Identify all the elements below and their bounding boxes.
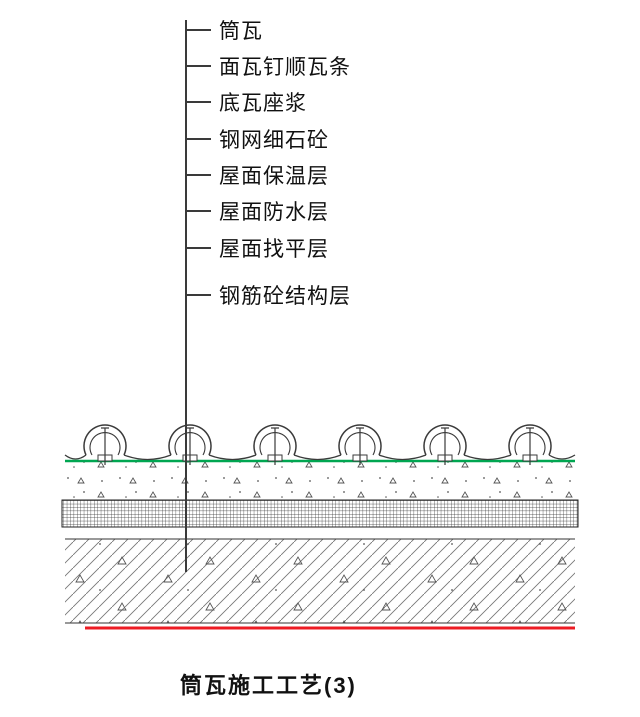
callout-label: 底瓦座浆 — [219, 92, 307, 115]
steel-mesh-layer — [61, 499, 579, 528]
leader-tick — [186, 29, 211, 31]
leader-tick — [186, 174, 211, 176]
structure-layer — [65, 538, 575, 624]
leader-tick — [186, 65, 211, 67]
leader-tick — [186, 210, 211, 212]
callout-label: 筒瓦 — [219, 20, 263, 43]
callout-row: 屋面找平层 — [186, 235, 329, 261]
diagram-title: 筒瓦施工工艺(3) — [180, 673, 357, 698]
callout-label: 钢筋砼结构层 — [219, 285, 351, 308]
callout-row: 屋面防水层 — [186, 198, 329, 224]
callout-label: 钢网细石砼 — [219, 129, 329, 152]
tile-nails — [101, 427, 534, 465]
mortar-bedding-layer — [65, 462, 575, 500]
callout-row: 屋面保温层 — [186, 162, 329, 188]
callout-label: 面瓦钉顺瓦条 — [219, 56, 351, 79]
callout-row: 钢筋砼结构层 — [186, 282, 351, 308]
callout-label: 屋面保温层 — [219, 165, 329, 188]
callout-label: 屋面防水层 — [219, 201, 329, 224]
callout-row: 面瓦钉顺瓦条 — [186, 53, 351, 79]
leader-tick — [186, 101, 211, 103]
callout-label: 屋面找平层 — [219, 238, 329, 261]
leader-tick — [186, 247, 211, 249]
roof-section-drawing — [61, 424, 579, 630]
leader-tick — [186, 294, 211, 296]
leader-line — [185, 20, 187, 572]
callout-row: 筒瓦 — [186, 17, 263, 43]
tile-profile — [64, 424, 576, 461]
leader-tick — [186, 138, 211, 140]
callout-row: 钢网细石砼 — [186, 126, 329, 152]
callout-row: 底瓦座浆 — [186, 89, 307, 115]
